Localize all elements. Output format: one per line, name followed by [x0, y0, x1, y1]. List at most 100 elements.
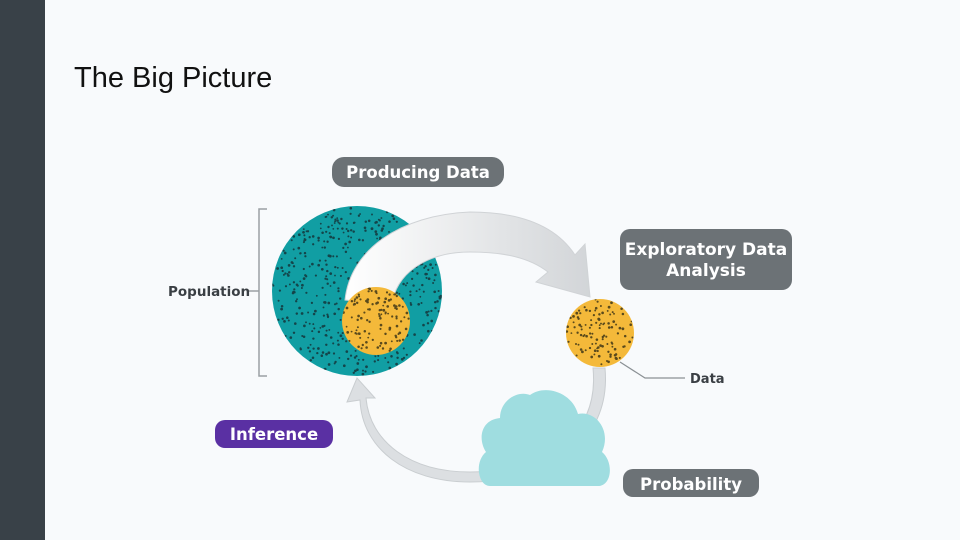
- speckle-dot: [621, 327, 625, 331]
- speckle-dot: [409, 303, 413, 306]
- speckle-dot: [283, 251, 287, 255]
- speckle-dot: [323, 246, 327, 249]
- speckle-dot: [302, 228, 305, 231]
- speckle-dot: [300, 312, 304, 315]
- speckle-dot: [302, 267, 305, 271]
- speckle-dot: [426, 322, 430, 325]
- speckle-dot: [432, 282, 435, 284]
- speckle-dot: [357, 314, 360, 318]
- speckle-dot: [332, 255, 335, 258]
- data-dots: [566, 299, 634, 366]
- speckle-dot: [386, 305, 390, 308]
- speckle-dot: [333, 222, 336, 224]
- speckle-dot: [356, 318, 359, 322]
- speckle-dot: [326, 313, 329, 316]
- speckle-dot: [609, 353, 612, 356]
- speckle-dot: [390, 340, 393, 343]
- speckle-dot: [307, 311, 310, 314]
- speckle-dot: [388, 366, 392, 370]
- speckle-dot: [387, 299, 391, 302]
- speckle-dot: [613, 347, 617, 351]
- speckle-dot: [379, 238, 381, 241]
- sample-dots: [342, 287, 410, 352]
- speckle-dot: [395, 315, 398, 318]
- speckle-dot: [379, 323, 383, 327]
- speckle-dot: [317, 236, 320, 240]
- speckle-dot: [287, 319, 290, 322]
- speckle-dot: [297, 246, 301, 250]
- speckle-dot: [398, 339, 401, 342]
- producing-data-label: Producing Data: [346, 163, 490, 182]
- speckle-dot: [361, 239, 365, 242]
- speckle-dot: [379, 327, 382, 330]
- speckle-dot: [292, 331, 296, 335]
- speckle-dot: [391, 315, 394, 318]
- speckle-dot: [591, 332, 594, 335]
- speckle-dot: [338, 222, 341, 225]
- slide-title: The Big Picture: [74, 62, 273, 94]
- speckle-dot: [332, 281, 336, 284]
- speckle-dot: [376, 301, 379, 304]
- speckle-dot: [576, 316, 580, 319]
- speckle-dot: [333, 303, 337, 306]
- speckle-dot: [415, 290, 418, 293]
- speckle-dot: [431, 267, 434, 269]
- speckle-dot: [367, 290, 370, 293]
- speckle-dot: [332, 342, 335, 345]
- speckle-dot: [315, 294, 318, 297]
- speckle-dot: [367, 336, 370, 339]
- speckle-dot: [345, 325, 348, 328]
- speckle-dot: [409, 290, 412, 293]
- exploratory-label-line1: Exploratory Data: [625, 240, 787, 260]
- speckle-dot: [302, 241, 305, 244]
- speckle-dot: [395, 307, 398, 311]
- speckle-dot: [609, 355, 612, 358]
- speckle-dot: [419, 295, 422, 298]
- speckle-dot: [433, 290, 437, 294]
- speckle-dot: [427, 277, 431, 281]
- speckle-dot: [360, 347, 363, 350]
- speckle-dot: [606, 343, 609, 345]
- speckle-dot: [384, 332, 387, 336]
- speckle-dot: [302, 277, 306, 280]
- speckle-dot: [381, 227, 384, 231]
- speckle-dot: [322, 306, 325, 309]
- speckle-dot: [293, 290, 296, 294]
- speckle-dot: [610, 301, 613, 305]
- speckle-dot: [388, 220, 391, 223]
- speckle-dot: [317, 330, 321, 334]
- speckle-dot: [323, 367, 327, 371]
- speckle-dot: [345, 222, 349, 225]
- speckle-dot: [333, 312, 337, 316]
- speckle-dot: [337, 343, 340, 346]
- probability-badge: Probability: [623, 469, 759, 497]
- speckle-dot: [327, 225, 330, 229]
- inference-label: Inference: [230, 425, 318, 444]
- speckle-dot: [334, 220, 337, 223]
- speckle-dot: [590, 355, 594, 359]
- speckle-dot: [292, 265, 296, 268]
- speckle-dot: [329, 336, 333, 339]
- speckle-dot: [427, 329, 430, 333]
- speckle-dot: [309, 359, 313, 362]
- speckle-dot: [384, 311, 387, 314]
- speckle-dot: [286, 273, 289, 275]
- speckle-dot: [341, 227, 344, 230]
- sample-circle: [342, 287, 410, 355]
- speckle-dot: [314, 274, 317, 277]
- exploratory-data-analysis-badge: Exploratory Data Analysis: [620, 229, 792, 290]
- speckle-dot: [328, 232, 331, 235]
- speckle-dot: [329, 235, 332, 238]
- speckle-dot: [368, 287, 372, 291]
- speckle-dot: [590, 336, 593, 339]
- speckle-dot: [312, 312, 316, 316]
- speckle-dot: [591, 343, 594, 345]
- speckle-dot: [345, 306, 349, 310]
- speckle-dot: [341, 267, 344, 269]
- speckle-dot: [328, 328, 331, 331]
- speckle-dot: [618, 356, 621, 359]
- speckle-dot: [325, 263, 328, 266]
- speckle-dot: [572, 321, 575, 324]
- speckle-dot: [375, 292, 378, 295]
- speckle-dot: [325, 275, 328, 278]
